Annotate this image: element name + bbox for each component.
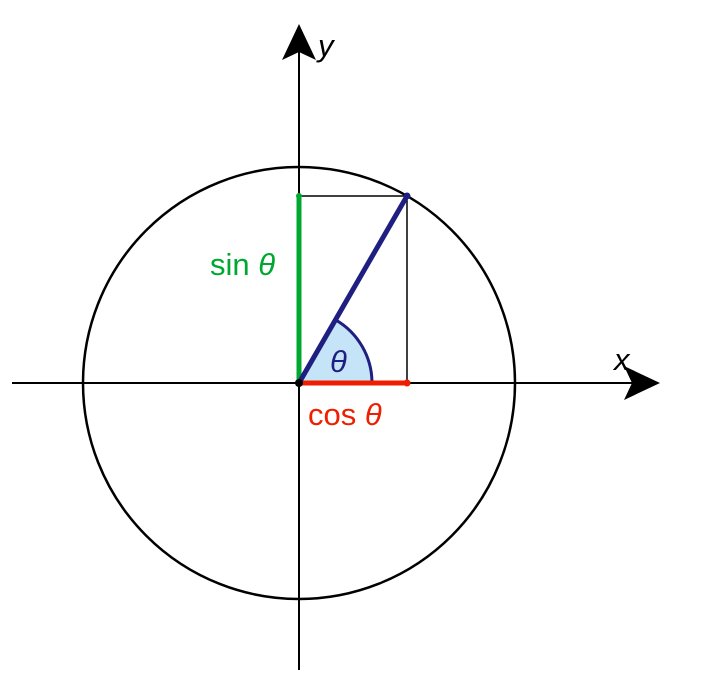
cos-endpoint [403, 379, 411, 387]
y-axis-arrowhead [282, 24, 316, 60]
angle-arc [334, 318, 374, 384]
x-axis-arrowhead [624, 366, 660, 400]
circle-point [403, 192, 411, 200]
x-axis-label: x [612, 342, 631, 377]
sin-endpoint [296, 192, 302, 199]
y-axis-label: y [316, 28, 336, 63]
cos-theta-label: cos θ [308, 397, 382, 432]
sin-theta-label: sin θ [210, 247, 275, 282]
unit-circle [81, 165, 517, 601]
theta-angle-label: θ [330, 344, 347, 379]
radius-segment [296, 194, 410, 385]
origin-point [295, 379, 303, 387]
